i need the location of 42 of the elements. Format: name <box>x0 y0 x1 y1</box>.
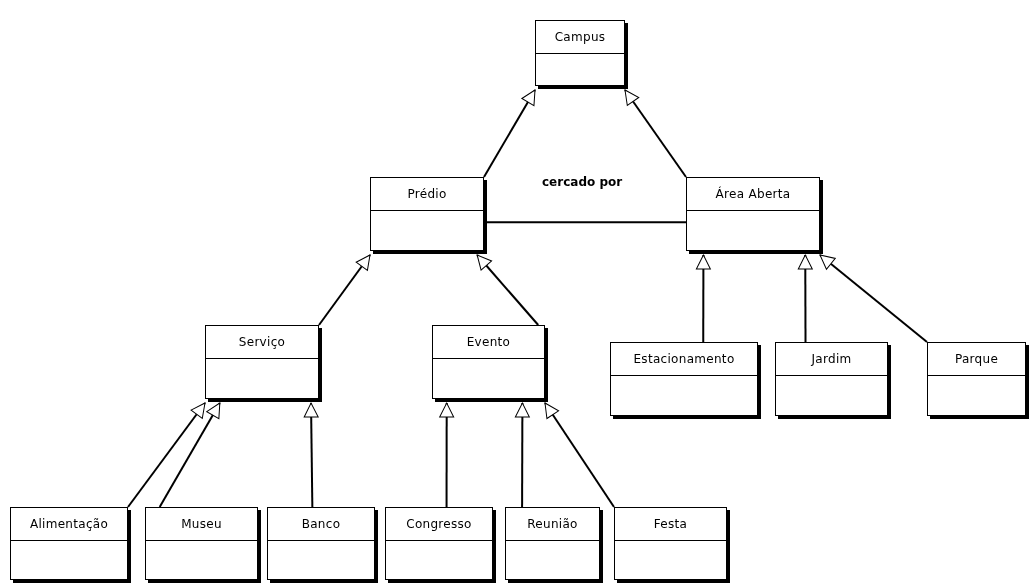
class-box <box>10 507 128 580</box>
class-name: Festa <box>615 508 726 541</box>
class-box <box>614 507 727 580</box>
class-box <box>686 177 820 251</box>
generalization-arrow <box>514 402 530 508</box>
class-box <box>927 342 1026 416</box>
class-name: Evento <box>433 326 544 359</box>
generalization-arrow <box>318 254 371 326</box>
class-box <box>385 507 493 580</box>
generalization-arrow <box>158 402 221 508</box>
class-name: Parque <box>928 343 1025 376</box>
class-name: Campus <box>536 21 624 54</box>
class-box <box>145 507 258 580</box>
class-box <box>610 342 758 416</box>
generalization-arrow <box>695 254 711 343</box>
class-name: Museu <box>146 508 257 541</box>
class-box <box>535 20 625 86</box>
class-box <box>505 507 600 580</box>
generalization-arrow <box>303 402 319 508</box>
class-name: Congresso <box>386 508 492 541</box>
class-name: Jardim <box>776 343 887 376</box>
class-name: Estacionamento <box>611 343 757 376</box>
generalization-arrow <box>483 89 536 178</box>
generalization-arrow <box>544 402 615 508</box>
generalization-arrow <box>439 402 455 508</box>
class-name: Reunião <box>506 508 599 541</box>
generalization-arrow <box>127 402 206 508</box>
class-name: Prédio <box>371 178 483 211</box>
class-box <box>267 507 375 580</box>
class-box <box>205 325 319 399</box>
class-box <box>432 325 545 399</box>
generalization-arrow <box>624 89 687 178</box>
class-box <box>370 177 484 251</box>
edge-label: cercado por <box>542 175 623 190</box>
generalization-arrow <box>819 254 928 343</box>
class-name: Serviço <box>206 326 318 359</box>
generalization-arrow <box>797 254 813 343</box>
generalization-arrow <box>476 254 540 326</box>
class-name: Área Aberta <box>687 178 819 211</box>
class-name: Banco <box>268 508 374 541</box>
class-name: Alimentação <box>11 508 127 541</box>
class-box <box>775 342 888 416</box>
